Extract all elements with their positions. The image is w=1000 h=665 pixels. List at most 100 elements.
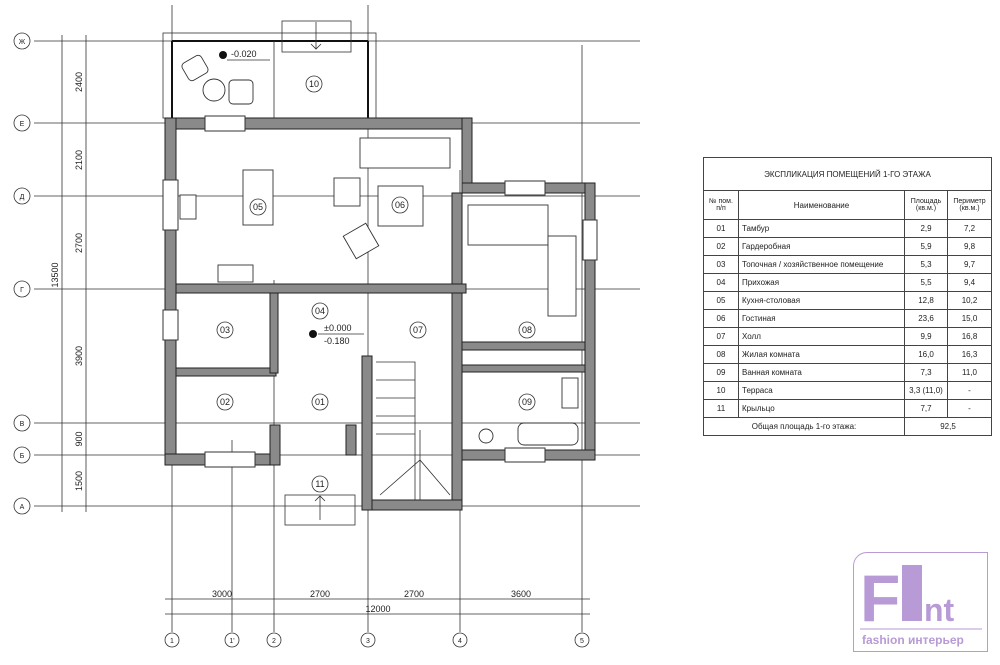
total-value: 92,5	[904, 417, 992, 436]
cell-name: Прихожая	[738, 273, 905, 292]
bottom-dimensions: 3000 2700 2700 3600 12000	[165, 589, 590, 615]
svg-text:2400: 2400	[74, 72, 84, 92]
flint-logo: F nt fashion интерьер	[853, 552, 988, 652]
svg-text:А: А	[20, 504, 25, 511]
cell-name: Крыльцо	[738, 399, 905, 418]
room-label: 09	[518, 393, 536, 411]
header-area: Площадь (кв.м.)	[904, 190, 948, 220]
bed	[547, 235, 577, 317]
cell-name: Кухня-столовая	[738, 291, 905, 310]
armchair	[228, 79, 254, 105]
cell-perimeter: 9,8	[947, 237, 992, 256]
cell-area: 9,9	[904, 327, 948, 346]
room-label: 11	[311, 475, 329, 493]
svg-text:1500: 1500	[74, 471, 84, 491]
cell-perimeter: 9,4	[947, 273, 992, 292]
svg-text:-0.180: -0.180	[324, 336, 350, 346]
svg-text:08: 08	[522, 325, 532, 335]
svg-text:2700: 2700	[74, 233, 84, 253]
svg-text:09: 09	[522, 397, 532, 407]
row-axes: Ж Е Д Г В Б А	[13, 32, 640, 515]
svg-text:Д: Д	[20, 194, 25, 201]
svg-text:3: 3	[366, 638, 370, 645]
cell-name: Топочная / хозяйственное помещение	[738, 255, 905, 274]
washbasin	[561, 377, 579, 409]
dining-table	[242, 169, 274, 226]
cell-area: 23,6	[904, 309, 948, 328]
toilet	[478, 428, 494, 444]
svg-text:02: 02	[220, 397, 230, 407]
header-name: Наименование	[738, 190, 905, 220]
room-label: 04	[311, 302, 329, 320]
axis-marker-row: Ж Е Д Г В Б А	[13, 32, 31, 515]
svg-text:-0.020: -0.020	[231, 49, 257, 59]
cell-number: 06	[703, 309, 739, 328]
room-label: 07	[409, 321, 427, 339]
svg-text:2100: 2100	[74, 150, 84, 170]
cell-perimeter: 10,2	[947, 291, 992, 310]
cell-number: 02	[703, 237, 739, 256]
header-perimeter: Периметр (кв.м.)	[947, 190, 992, 220]
cell-name: Жилая комната	[738, 345, 905, 364]
svg-text:fashion интерьер: fashion интерьер	[862, 633, 964, 647]
cell-name: Тамбур	[738, 219, 905, 238]
cell-name: Гостиная	[738, 309, 905, 328]
desk	[467, 204, 549, 246]
table-title: ЭКСПЛИКАЦИЯ ПОМЕЩЕНИЙ 1-ГО ЭТАЖА	[703, 157, 992, 191]
room-label: 06	[391, 196, 409, 214]
cell-perimeter: 9,7	[947, 255, 992, 274]
arrow-icon	[314, 495, 326, 520]
elevation-mark-main: ±0.000 -0.180	[309, 323, 364, 346]
cell-number: 05	[703, 291, 739, 310]
cell-area: 7,3	[904, 363, 948, 382]
cell-number: 04	[703, 273, 739, 292]
armchair	[333, 177, 361, 207]
room-schedule-table: ЭКСПЛИКАЦИЯ ПОМЕЩЕНИЙ 1-ГО ЭТАЖА № пом. …	[703, 157, 992, 436]
cell-number: 11	[703, 399, 739, 418]
bathtub	[517, 422, 579, 446]
room-label: 05	[249, 198, 267, 216]
svg-text:Г: Г	[20, 287, 24, 294]
room-label: 08	[518, 321, 536, 339]
sink	[179, 194, 197, 220]
svg-text:06: 06	[395, 200, 405, 210]
svg-text:В: В	[20, 421, 25, 428]
svg-text:1': 1'	[229, 638, 234, 645]
total-label: Общая площадь 1-го этажа:	[703, 417, 905, 436]
svg-text:Ж: Ж	[19, 39, 26, 46]
cell-number: 07	[703, 327, 739, 346]
porch-steps	[284, 494, 356, 526]
svg-text:2700: 2700	[310, 589, 330, 599]
cell-number: 09	[703, 363, 739, 382]
svg-text:1: 1	[170, 638, 174, 645]
svg-text:13500: 13500	[50, 262, 60, 287]
svg-text:07: 07	[413, 325, 423, 335]
svg-text:nt: nt	[924, 592, 955, 628]
svg-text:Б: Б	[20, 453, 25, 460]
cell-number: 08	[703, 345, 739, 364]
svg-text:01: 01	[315, 397, 325, 407]
svg-text:±0.000: ±0.000	[324, 323, 351, 333]
armchair	[181, 54, 209, 82]
cell-perimeter: -	[947, 399, 992, 418]
coffee-table	[377, 185, 424, 227]
svg-text:10: 10	[309, 79, 319, 89]
cell-area: 5,5	[904, 273, 948, 292]
svg-text:F: F	[860, 561, 900, 635]
room-label: 02	[216, 393, 234, 411]
cell-area: 5,3	[904, 255, 948, 274]
armchair	[342, 222, 380, 260]
svg-text:5: 5	[580, 638, 584, 645]
room-label: 10	[305, 75, 323, 93]
cell-number: 01	[703, 219, 739, 238]
furniture	[179, 137, 579, 500]
header-number: № пом. п/п	[703, 190, 739, 220]
